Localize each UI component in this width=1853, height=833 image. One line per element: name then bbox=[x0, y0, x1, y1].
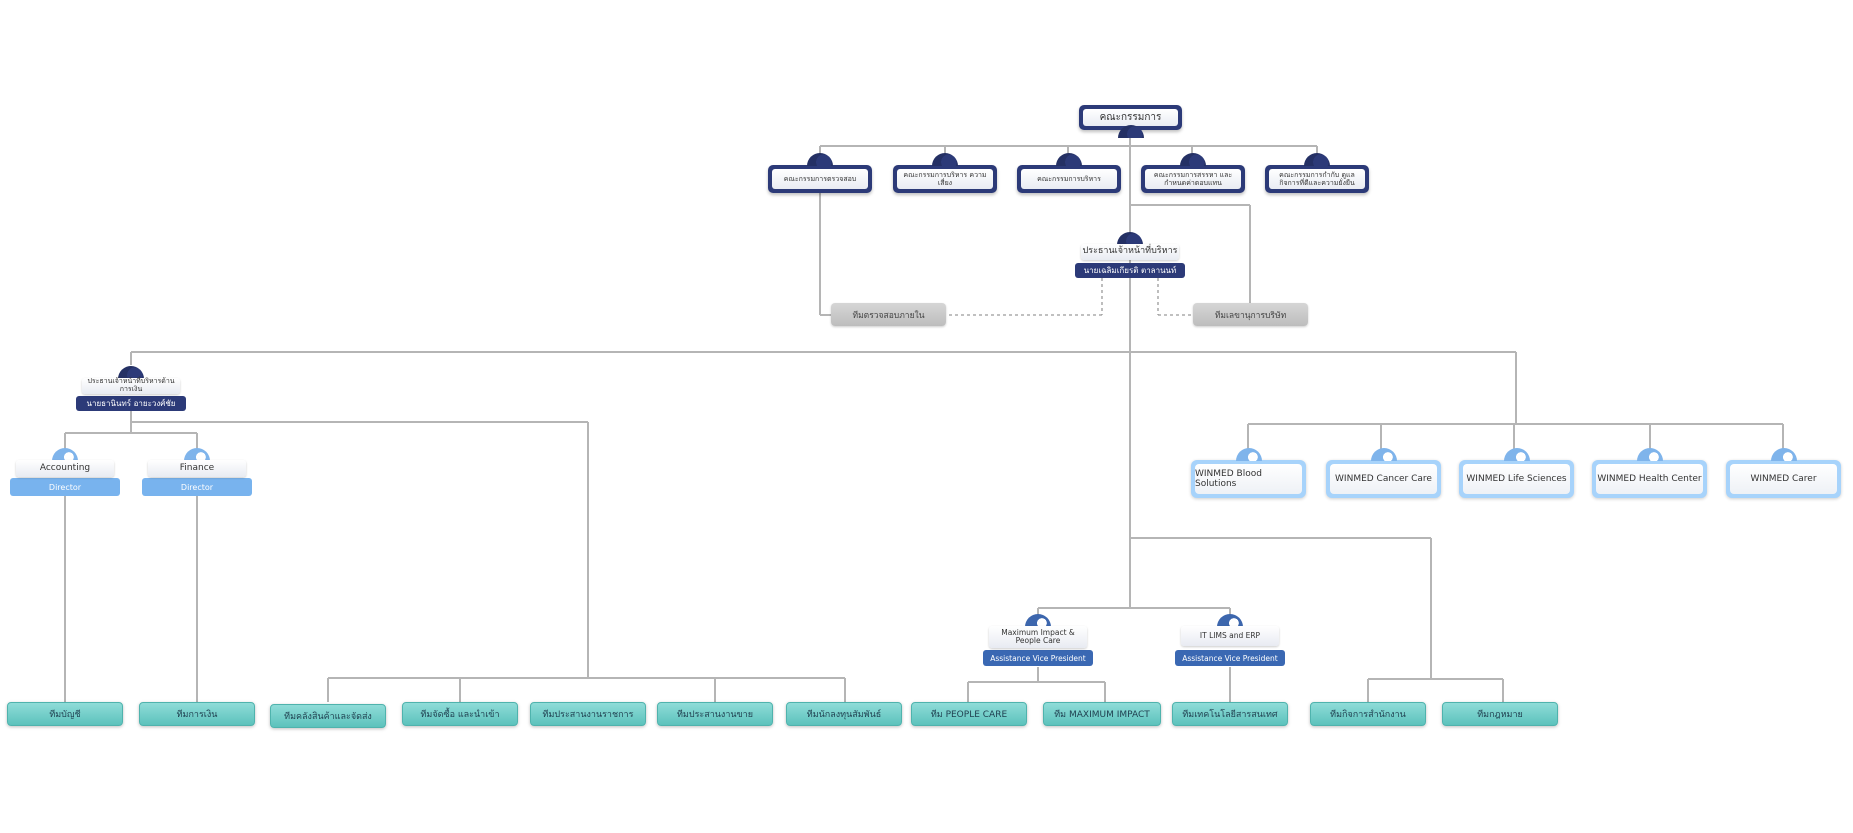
committee-governance[interactable]: คณะกรรมการกำกับ ดูแลกิจการที่ดีและความยั… bbox=[1265, 153, 1369, 193]
internal-audit-team[interactable]: ทีมตรวจสอบภายใน bbox=[831, 303, 946, 326]
bu-blood-solutions[interactable]: WINMED Blood Solutions bbox=[1191, 448, 1306, 498]
director-dept: Finance bbox=[148, 460, 246, 477]
vp-role: Assistance Vice President bbox=[983, 650, 1093, 666]
director-finance[interactable]: Director Finance bbox=[142, 448, 252, 496]
connector-knob-icon bbox=[52, 448, 78, 461]
connector-knob-icon bbox=[1503, 448, 1530, 461]
committee-label: คณะกรรมการบริหาร bbox=[1021, 169, 1117, 189]
connector-knob-icon bbox=[184, 448, 210, 461]
team-sales-coordination[interactable]: ทีมประสานงานขาย bbox=[657, 702, 773, 726]
bu-health-center[interactable]: WINMED Health Center bbox=[1592, 448, 1707, 498]
company-secretary-team[interactable]: ทีมเลขานุการบริษัท bbox=[1193, 303, 1308, 326]
team-investor-relations[interactable]: ทีมนักลงทุนสัมพันธ์ bbox=[786, 702, 902, 726]
connector-knob-icon bbox=[1180, 153, 1206, 166]
team-finance[interactable]: ทีมการเงิน bbox=[139, 702, 255, 726]
vp-dept: IT LIMS and ERP bbox=[1181, 626, 1279, 646]
connector-knob-icon bbox=[1217, 614, 1243, 627]
team-accounting[interactable]: ทีมบัญชี bbox=[7, 702, 123, 726]
connector-knob-icon bbox=[1636, 448, 1663, 461]
committee-label: คณะกรรมการตรวจสอบ bbox=[772, 169, 868, 189]
ceo-name: นายเฉลิมเกียรติ ตาลานนท์ bbox=[1075, 263, 1185, 278]
bu-label: WINMED Carer bbox=[1730, 464, 1837, 494]
committee-nomination[interactable]: คณะกรรมการสรรหา และกำหนดค่าตอบแทน bbox=[1141, 153, 1245, 193]
team-maximum-impact[interactable]: ทีม MAXIMUM IMPACT bbox=[1043, 702, 1161, 726]
committee-label: คณะกรรมการกำกับ ดูแลกิจการที่ดีและความยั… bbox=[1269, 169, 1365, 189]
connector-knob-icon bbox=[1056, 153, 1082, 166]
team-procurement[interactable]: ทีมจัดซื้อ และนำเข้า bbox=[402, 702, 518, 726]
vp-dept: Maximum Impact & People Care bbox=[989, 626, 1087, 648]
connector-knob-icon bbox=[1370, 448, 1397, 461]
team-information-technology[interactable]: ทีมเทคโนโลยีสารสนเทศ bbox=[1172, 702, 1288, 726]
vp-maximum-impact[interactable]: Assistance Vice President Maximum Impact… bbox=[983, 614, 1093, 666]
bu-label: WINMED Cancer Care bbox=[1330, 464, 1437, 494]
connector-knob-icon bbox=[1025, 614, 1051, 627]
connector-knob-icon bbox=[932, 153, 958, 166]
director-accounting[interactable]: Director Accounting bbox=[10, 448, 120, 496]
ceo-node[interactable]: นายเฉลิมเกียรติ ตาลานนท์ ประธานเจ้าหน้าท… bbox=[1075, 232, 1185, 278]
director-role: Director bbox=[10, 478, 120, 496]
connector-knob-icon bbox=[1770, 448, 1797, 461]
bu-cancer-care[interactable]: WINMED Cancer Care bbox=[1326, 448, 1441, 498]
team-office-affairs[interactable]: ทีมกิจการสำนักงาน bbox=[1310, 702, 1426, 726]
board-node[interactable]: คณะกรรมการ bbox=[1079, 105, 1182, 138]
committee-audit[interactable]: คณะกรรมการตรวจสอบ bbox=[768, 153, 872, 193]
connector-knob-icon bbox=[807, 153, 833, 166]
committee-label: คณะกรรมการบริหาร ความเสี่ยง bbox=[897, 169, 993, 189]
connector-knob-icon bbox=[1117, 125, 1144, 138]
board-label: คณะกรรมการ bbox=[1083, 109, 1178, 126]
vp-role: Assistance Vice President bbox=[1175, 650, 1285, 666]
bu-label: WINMED Blood Solutions bbox=[1195, 464, 1302, 494]
committee-label: คณะกรรมการสรรหา และกำหนดค่าตอบแทน bbox=[1145, 169, 1241, 189]
director-role: Director bbox=[142, 478, 252, 496]
team-legal[interactable]: ทีมกฎหมาย bbox=[1442, 702, 1558, 726]
cfo-node[interactable]: นายธานินทร์ อายะวงศ์ชัย ประธานเจ้าหน้าที… bbox=[76, 366, 186, 411]
team-government-relations[interactable]: ทีมประสานงานราชการ bbox=[530, 702, 646, 726]
cfo-name: นายธานินทร์ อายะวงศ์ชัย bbox=[76, 396, 186, 411]
connector-knob-icon bbox=[1304, 153, 1330, 166]
bu-life-sciences[interactable]: WINMED Life Sciences bbox=[1459, 448, 1574, 498]
committee-risk[interactable]: คณะกรรมการบริหาร ความเสี่ยง bbox=[893, 153, 997, 193]
bu-label: WINMED Health Center bbox=[1596, 464, 1703, 494]
connector-knob-icon bbox=[118, 366, 144, 379]
committee-executive[interactable]: คณะกรรมการบริหาร bbox=[1017, 153, 1121, 193]
connector-knob-icon bbox=[1235, 448, 1262, 461]
cfo-title: ประธานเจ้าหน้าที่บริหารด้านการเงิน bbox=[82, 377, 180, 394]
bu-label: WINMED Life Sciences bbox=[1463, 464, 1570, 494]
ceo-title: ประธานเจ้าหน้าที่บริหาร bbox=[1081, 244, 1179, 260]
bu-carer[interactable]: WINMED Carer bbox=[1726, 448, 1841, 498]
team-people-care[interactable]: ทีม PEOPLE CARE bbox=[911, 702, 1027, 726]
director-dept: Accounting bbox=[16, 460, 114, 477]
vp-it-lims-erp[interactable]: Assistance Vice President IT LIMS and ER… bbox=[1175, 614, 1285, 666]
team-warehouse[interactable]: ทีมคลังสินค้าและจัดส่ง bbox=[270, 704, 386, 728]
connector-knob-icon bbox=[1117, 232, 1143, 245]
